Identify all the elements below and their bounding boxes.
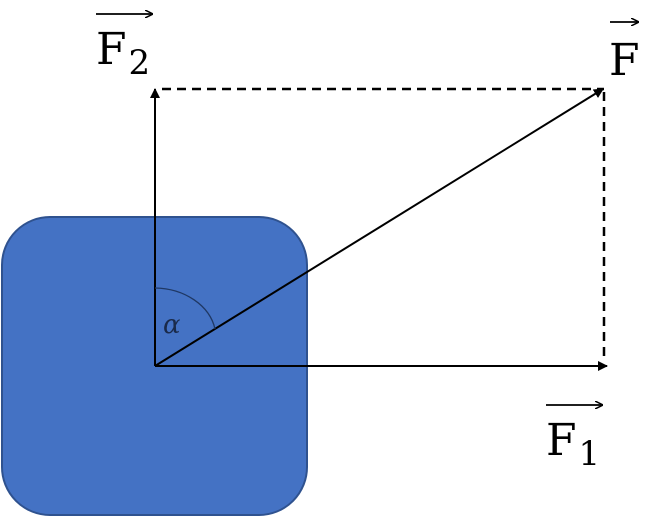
svg-text:F: F	[609, 35, 640, 86]
resultant-force-arrow	[154, 88, 604, 367]
label-f1: F1	[546, 405, 602, 474]
svg-text:F1: F1	[546, 415, 600, 474]
angle-alpha-label: α	[163, 310, 181, 340]
label-f: F	[609, 22, 640, 86]
label-f2: F2	[96, 14, 152, 83]
angle-arc	[154, 287, 216, 330]
svg-text:F2: F2	[96, 24, 150, 83]
